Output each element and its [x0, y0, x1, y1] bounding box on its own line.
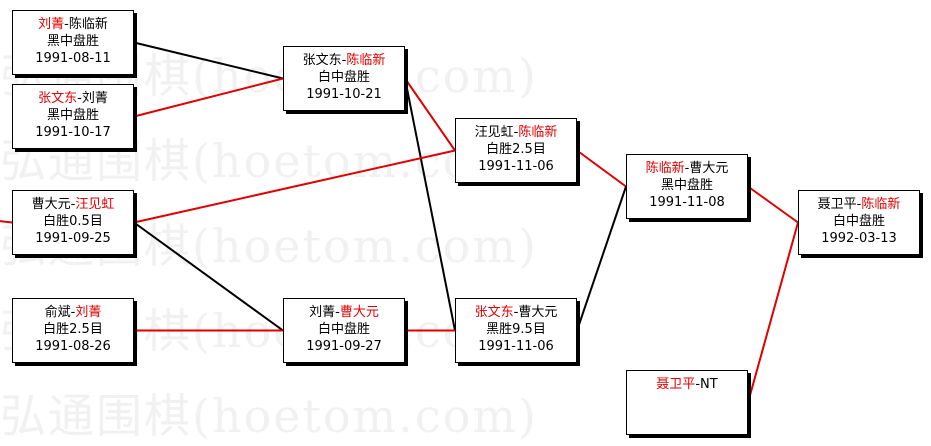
match-players: 张文东-刘菁: [13, 90, 133, 107]
match-date: 1991-09-27: [306, 339, 382, 354]
match-result: 白中盘胜: [317, 70, 370, 85]
bracket-link: [576, 186, 627, 331]
players-separator: -: [64, 17, 69, 32]
bracket-link: [133, 149, 456, 224]
player-white: 刘菁: [75, 305, 102, 320]
players-separator: -: [341, 53, 347, 68]
players-separator: -: [513, 305, 519, 320]
players-separator: -: [70, 197, 76, 212]
match-date: 1991-08-26: [35, 339, 111, 354]
match-result: 黑中盘胜: [660, 178, 713, 193]
match-box: 聂卫平-NT: [626, 370, 748, 435]
player-black: 汪见虹: [474, 125, 514, 140]
player-black: 曹大元: [31, 197, 71, 212]
match-players: 张文东-曹大元: [456, 304, 576, 321]
match-date: 1992-03-13: [821, 231, 897, 246]
bracket-link: [133, 41, 284, 80]
match-players: 聂卫平-NT: [627, 376, 747, 393]
match-date: 1991-08-11: [35, 51, 111, 66]
player-white: 曹大元: [689, 161, 729, 176]
players-separator: -: [684, 161, 690, 176]
player-black: 陈临新: [645, 161, 685, 176]
player-black: 聂卫平: [656, 377, 696, 392]
players-separator: -: [77, 91, 82, 106]
match-result: 白胜2.5目: [486, 142, 546, 157]
match-date: 1991-11-06: [478, 339, 554, 354]
player-black: 刘菁: [38, 17, 65, 32]
match-players: 陈临新-曹大元: [627, 160, 747, 177]
players-separator: -: [513, 125, 519, 140]
players-separator: -: [335, 305, 340, 320]
match-players: 刘菁-曹大元: [284, 304, 404, 321]
bracket-link: [404, 78, 456, 331]
match-date: 1991-11-08: [649, 195, 725, 210]
match-result: 黑中盘胜: [46, 34, 99, 49]
match-result: 白胜0.5目: [43, 214, 103, 229]
player-white: 汪见虹: [75, 197, 115, 212]
player-black: 聂卫平: [817, 197, 857, 212]
players-separator: -: [856, 197, 862, 212]
player-white: 刘菁: [81, 91, 108, 106]
match-date: 1991-10-17: [35, 125, 111, 140]
match-players: 曹大元-汪见虹: [13, 196, 133, 213]
player-black: 俞斌: [44, 305, 71, 320]
player-white: 曹大元: [339, 305, 379, 320]
match-players: 俞斌-刘菁: [13, 304, 133, 321]
match-date: 1991-09-25: [35, 231, 111, 246]
bracket-link: [0, 220, 13, 224]
match-players: 刘菁-陈临新: [13, 16, 133, 33]
player-black: 张文东: [302, 53, 342, 68]
player-white: 陈临新: [861, 197, 901, 212]
player-white: 陈临新: [68, 17, 108, 32]
bracket-link: [404, 77, 456, 152]
bracket-link: [747, 222, 799, 403]
player-black: 刘菁: [309, 305, 336, 320]
players-separator: -: [70, 305, 76, 320]
bracket-link: [133, 77, 284, 118]
match-date: 1991-11-06: [478, 159, 554, 174]
player-black: 张文东: [38, 91, 78, 106]
match-result: 白中盘胜: [317, 322, 370, 337]
match-result: 黑胜9.5目: [486, 322, 546, 337]
match-date: 1991-10-21: [306, 87, 382, 102]
match-players: 张文东-陈临新: [284, 52, 404, 69]
bracket-link: [747, 185, 799, 224]
match-result: 黑中盘胜: [46, 108, 99, 123]
player-white: 曹大元: [518, 305, 558, 320]
player-white: 陈临新: [518, 125, 558, 140]
bracket-link: [576, 149, 627, 188]
players-separator: -: [695, 377, 701, 392]
match-result: 白中盘胜: [832, 214, 885, 229]
match-players: 汪见虹-陈临新: [456, 124, 576, 141]
match-players: 聂卫平-陈临新: [799, 196, 919, 213]
bracket-link: [133, 221, 284, 332]
player-white: NT: [700, 377, 718, 392]
player-white: 陈临新: [346, 53, 386, 68]
player-black: 张文东: [474, 305, 514, 320]
match-result: 白胜2.5目: [43, 322, 103, 337]
